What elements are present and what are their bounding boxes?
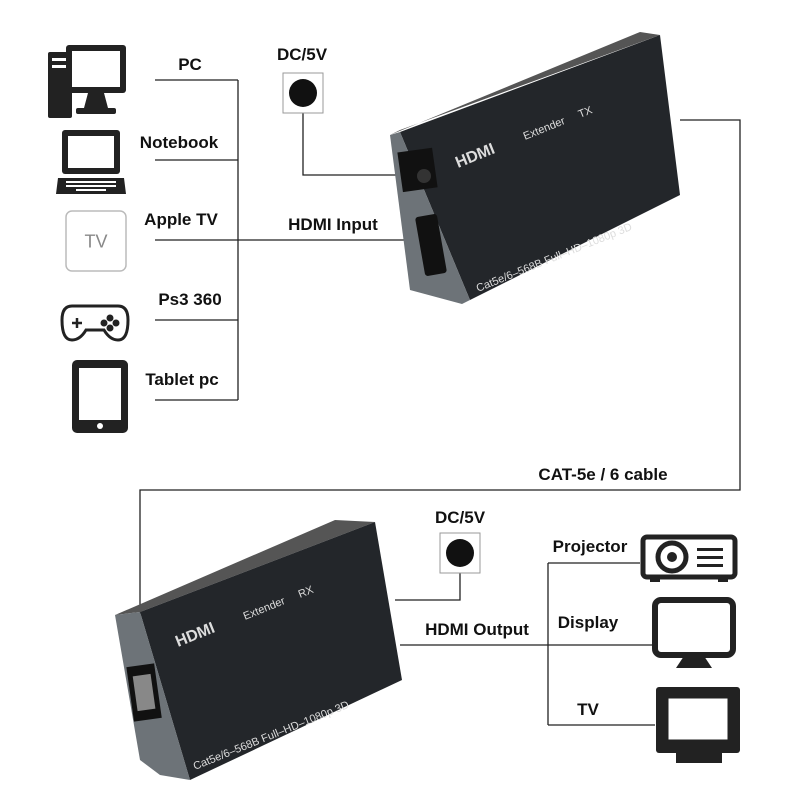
source-label-apple-tv: Apple TV — [144, 210, 218, 229]
tx-role: TX — [577, 104, 595, 121]
gamepad-icon — [60, 304, 130, 342]
tx-power-label: DC/5V — [276, 45, 328, 64]
rx-extender-device: HDMI Extender RX Cat5e/6–568B Full–HD–10… — [115, 520, 402, 780]
monitor-icon — [652, 597, 736, 668]
rx-power-jack-icon — [439, 532, 481, 574]
apple-tv-icon — [65, 210, 127, 272]
source-label-notebook: Notebook — [139, 133, 219, 152]
source-label-pc: PC — [178, 55, 202, 74]
tx-power-line — [302, 113, 405, 176]
desktop-pc-icon — [48, 45, 126, 118]
output-bus-line — [400, 562, 655, 726]
tv-icon — [656, 687, 740, 763]
tx-extender-device: HDMI Extender TX Cat5e/6–568B Full–HD–10… — [390, 32, 680, 304]
cat-cable-line — [139, 119, 741, 690]
hdmi-output-label: HDMI Output — [425, 620, 529, 639]
apple-tv-icon-text: TV — [84, 231, 108, 252]
display-label-display: Display — [557, 613, 619, 632]
hdmi-input-label: HDMI Input — [288, 215, 378, 234]
display-label-tv: TV — [577, 700, 599, 719]
rx-power-label: DC/5V — [434, 508, 486, 527]
rx-role: RX — [297, 584, 316, 601]
laptop-icon — [56, 130, 126, 194]
cable-label: CAT-5e / 6 cable — [538, 465, 668, 484]
tablet-icon — [72, 360, 128, 433]
tx-power-jack-icon — [282, 72, 324, 114]
rx-power-line — [395, 573, 461, 601]
source-label-tablet: Tablet pc — [145, 370, 219, 389]
source-label-ps3: Ps3 360 — [158, 290, 222, 309]
display-label-projector: Projector — [552, 537, 628, 556]
projector-icon — [640, 534, 738, 582]
source-bus-line — [155, 79, 425, 401]
